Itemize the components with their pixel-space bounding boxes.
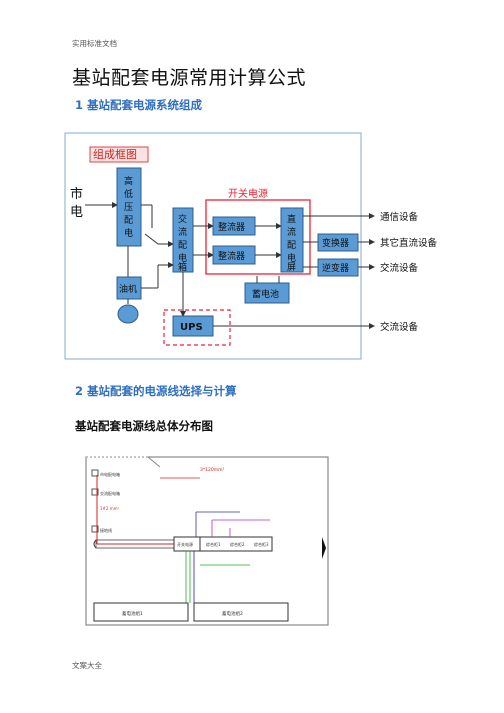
page-title: 基站配套电源常用计算公式	[72, 67, 307, 89]
output-comm-label: 通信设备	[380, 211, 419, 223]
ups-frame	[163, 309, 231, 346]
output-ac1-label: 交流设备	[380, 262, 419, 274]
switch-power-label: 开关电源	[228, 187, 268, 200]
rack-1-label: 综合柜1	[206, 541, 221, 547]
rack-3-label: 综合柜3	[254, 541, 269, 547]
section-heading-2: 2 基站配套的电源线选择与计算	[75, 384, 237, 398]
racks-row	[199, 536, 273, 552]
battery-group-1-label: 蓄电池组1	[122, 610, 143, 617]
subheading: 基站配套电源线总体分布图	[75, 419, 213, 433]
diagram-frame	[64, 132, 362, 360]
left-label-3: 1#2 mm²	[100, 506, 120, 511]
section-heading-1: 1 基站配套电源系统组成	[75, 98, 203, 112]
ups-label: UPS	[180, 322, 203, 333]
inverter-label: 逆变器	[322, 262, 349, 274]
frame-label-box	[89, 146, 149, 163]
dc-panel-label: 直流配电屏	[287, 213, 296, 273]
battery-label: 蓄电池	[252, 288, 279, 300]
output-dc-label: 其它直流设备	[380, 237, 438, 249]
rectifier-2-label: 整流器	[218, 250, 245, 262]
rectifier-1-label: 整流器	[218, 221, 245, 233]
entry-marker-icon	[322, 537, 326, 559]
left-label-4: 接地线	[100, 527, 112, 533]
battery-group-2	[193, 602, 289, 622]
generator-label: 油机	[119, 283, 137, 295]
battery-block	[244, 282, 290, 304]
battery-group-2-label: 蓄电池组2	[222, 610, 243, 617]
left-label-1: 市电配电箱	[100, 471, 120, 477]
power-cabinet-label: 开关电源	[177, 541, 193, 547]
rack-2-label: 综合柜2	[230, 541, 245, 547]
ac-box-label: 交流配电箱	[178, 213, 187, 273]
left-label-2: 交流配电箱	[100, 490, 120, 496]
mains-label-2: 电	[70, 205, 83, 220]
page-footer: 文案大全	[72, 661, 102, 670]
dc-panel-block	[280, 207, 304, 273]
converter-label: 变换器	[322, 237, 349, 249]
hv-lv-label: 高低压配电	[124, 175, 133, 239]
battery-group-1	[93, 602, 189, 622]
output-ac2-label: 交流设备	[380, 321, 419, 333]
hv-lv-block	[116, 167, 142, 247]
page-header: 实用标准文档	[72, 39, 117, 48]
generator-engine-icon	[117, 304, 139, 324]
red-cable-label: 3*120mm²	[200, 467, 224, 473]
frame-label: 组成框图	[93, 147, 137, 161]
mains-label-1: 市	[70, 186, 83, 202]
switch-power-frame	[205, 199, 311, 275]
